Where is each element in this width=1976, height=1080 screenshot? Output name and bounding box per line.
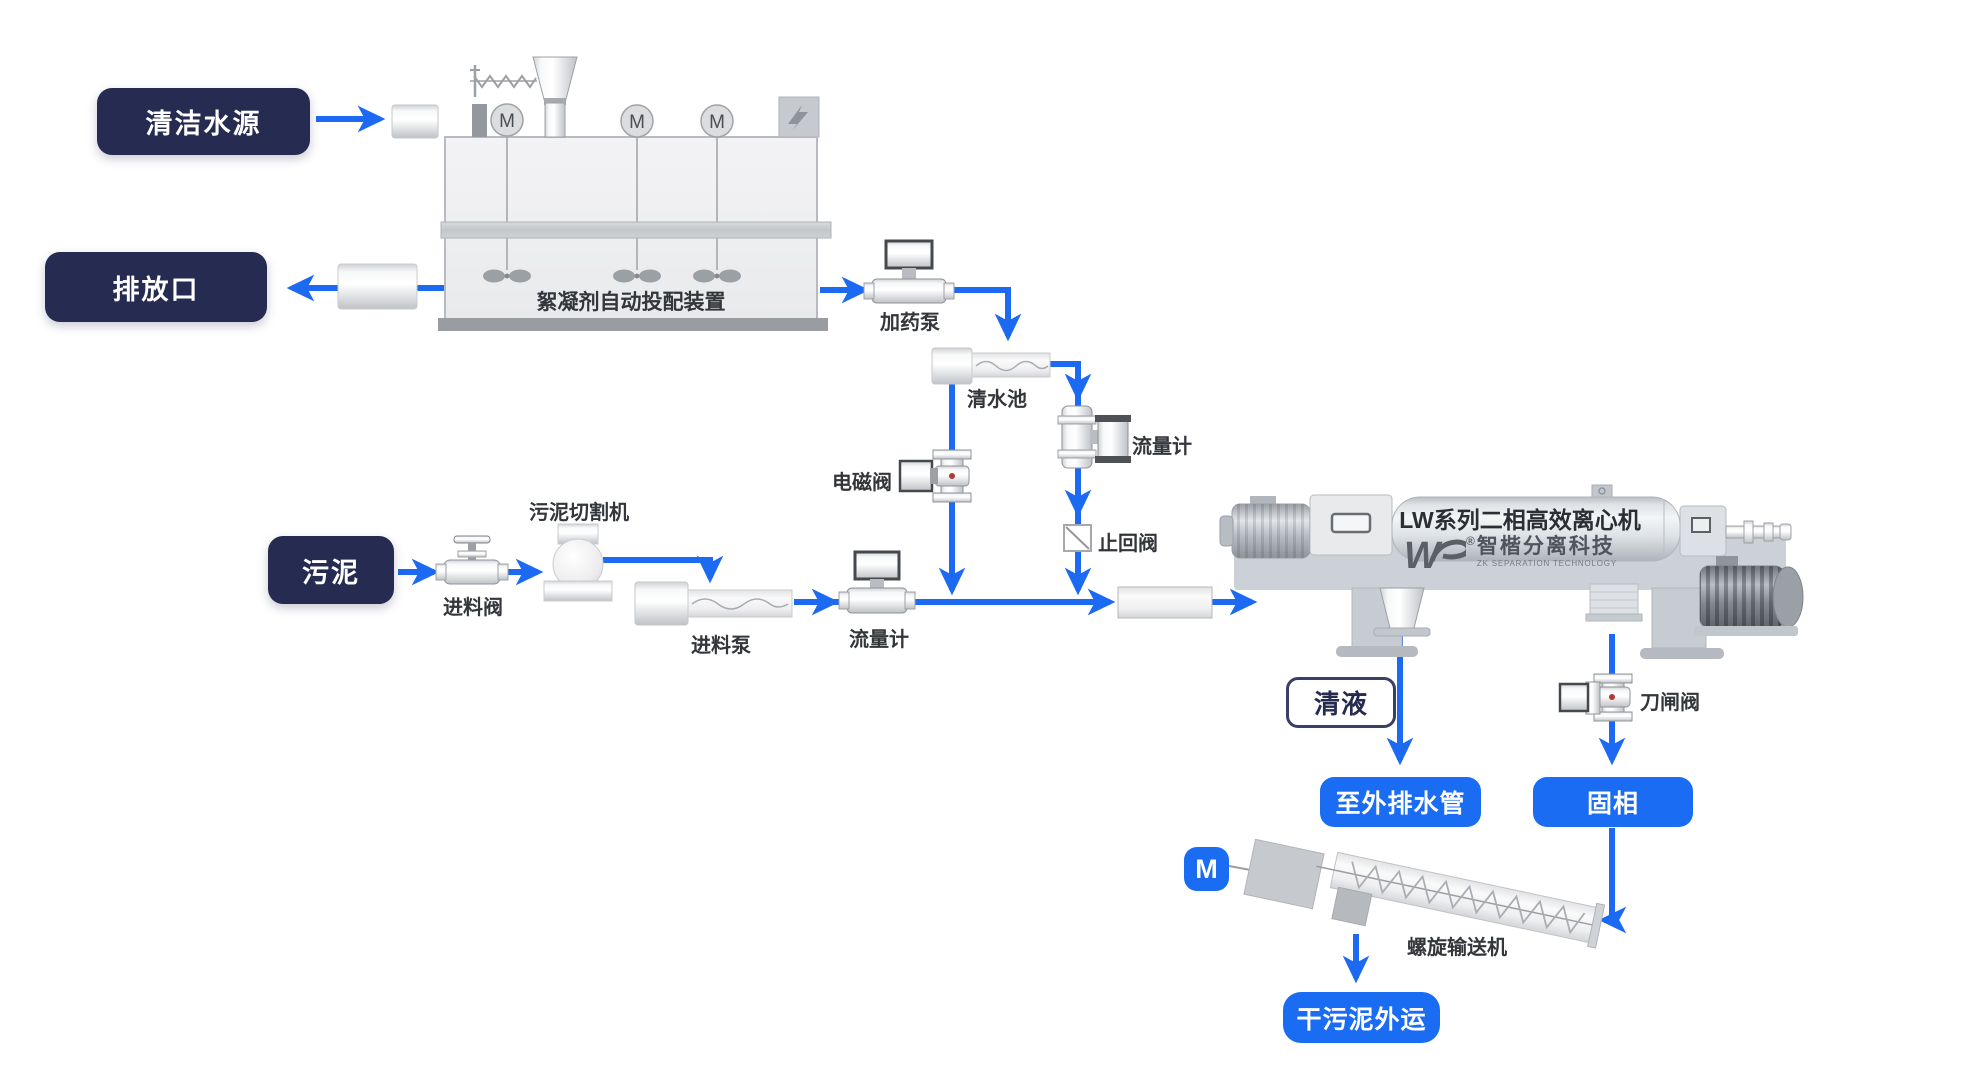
- conveyor-motor-box: [1243, 838, 1325, 910]
- flow-meter-feed-icon: [838, 550, 916, 614]
- screw-flights: [1351, 861, 1586, 935]
- feed-pump-icon: [634, 581, 793, 626]
- liquid-discharge-cone: [1373, 587, 1431, 637]
- gearbox-icon: [1309, 494, 1393, 556]
- flow-meter-feed-label: 流量计: [849, 629, 909, 651]
- inlet-fitting-icon: [391, 104, 439, 139]
- conveyor-motor-badge: M: [1184, 847, 1229, 891]
- screw-feeder-icon: [470, 65, 537, 97]
- motor-icons: M M M: [490, 103, 734, 138]
- conveyor-spout: [1331, 886, 1373, 927]
- static-mixer-icon: [1117, 586, 1213, 619]
- discharge-pump-icon: [337, 263, 418, 310]
- tank-base: [438, 318, 828, 331]
- tank-band: [440, 221, 832, 239]
- conveyor-end-cap: [1587, 902, 1606, 949]
- sludge-node[interactable]: 污泥: [268, 536, 394, 604]
- centrifuge-leg: [1651, 587, 1707, 649]
- clean-water-tank-label: 清水池: [967, 389, 1027, 411]
- flow-meter-clean-label: 流量计: [1132, 436, 1192, 458]
- motor-label: M: [499, 111, 515, 132]
- solenoid-valve-icon: [898, 449, 972, 503]
- feed-valve-icon: [435, 535, 509, 585]
- discharge-outlet-node[interactable]: 排放口: [45, 252, 267, 322]
- flow-meter-clean-icon: [1057, 405, 1131, 469]
- brand-logo: W ® 智楷分离科技 ZK SEPARATION TECHNOLOGY: [1404, 534, 1617, 576]
- power-box-icon: [778, 96, 820, 138]
- screw-conveyor-label: 螺旋输送机: [1407, 937, 1507, 959]
- solid-phase-node[interactable]: 固相: [1533, 777, 1693, 827]
- pipe-cutter-out: [603, 555, 724, 584]
- knife-gate-valve-icon: [1558, 673, 1633, 722]
- solids-chute: [1585, 583, 1643, 622]
- registered-mark: ®: [1466, 534, 1475, 548]
- hopper-icon: [532, 56, 578, 138]
- motor-label: M: [709, 112, 725, 133]
- brand-mark-icon: W: [1404, 536, 1466, 576]
- dosing-pump-icon: [863, 239, 955, 304]
- motor-label: M: [629, 112, 645, 133]
- sludge-cutter-label: 污泥切割机: [529, 502, 629, 524]
- feed-valve-label: 进料阀: [443, 597, 503, 619]
- check-valve-label: 止回阀: [1098, 533, 1158, 555]
- feeder-chute: [472, 104, 487, 137]
- check-valve-icon: [1063, 524, 1092, 552]
- centrifuge-icon: [1219, 484, 1804, 659]
- screw-conveyor-icon: [1228, 838, 1606, 949]
- centrifuge-model-label: LW系列二相高效离心机: [1399, 507, 1641, 533]
- back-motor-icon: [1694, 556, 1804, 636]
- agitator-icons: [483, 269, 741, 283]
- knife-gate-valve-label: 刀闸阀: [1640, 692, 1700, 714]
- dry-sludge-node[interactable]: 干污泥外运: [1283, 992, 1440, 1043]
- brand-name-en: ZK SEPARATION TECHNOLOGY: [1476, 559, 1617, 568]
- lightning-icon: [788, 105, 808, 131]
- dosing-unit-label: 絮凝剂自动投配装置: [536, 291, 726, 314]
- feed-pipe-icon: [1679, 505, 1792, 557]
- pipe-clean-branch: [1048, 361, 1092, 596]
- clear-liquid-node[interactable]: 清液: [1286, 677, 1396, 728]
- flocculant-dosing-unit: M M M: [438, 56, 832, 331]
- dosing-pump-label: 加药泵: [880, 312, 940, 334]
- to-drain-node[interactable]: 至外排水管: [1320, 777, 1481, 827]
- clean-water-source-node[interactable]: 清洁水源: [97, 88, 310, 155]
- main-motor-icon: [1219, 496, 1311, 559]
- brand-name-cn: 智楷分离科技: [1476, 535, 1615, 558]
- clean-water-tank-icon: [931, 347, 1051, 385]
- svg-text:W: W: [1404, 536, 1443, 576]
- pipe-solid-to-conveyor: [1598, 828, 1627, 934]
- feed-pump-label: 进料泵: [691, 635, 751, 657]
- sludge-cutter-icon: [543, 523, 613, 602]
- solenoid-valve-label: 电磁阀: [832, 472, 892, 494]
